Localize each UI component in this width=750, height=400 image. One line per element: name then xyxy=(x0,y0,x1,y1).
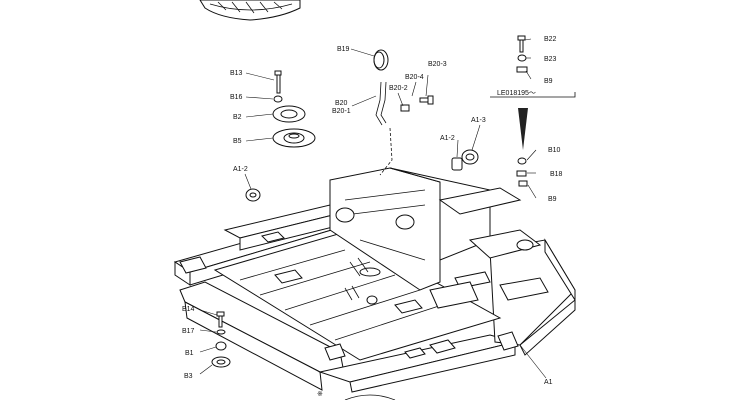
label-b20-2: B20-2 xyxy=(389,85,408,92)
component-b20-hose xyxy=(375,81,393,176)
label-b16: B16 xyxy=(230,94,243,101)
label-b17: B17 xyxy=(182,328,195,335)
label-a1-3: A1-3 xyxy=(471,117,486,124)
label-marker: ※ xyxy=(317,391,323,398)
component-b1 xyxy=(215,341,227,351)
serial-arrow xyxy=(518,108,528,150)
label-b20-1: B20-1 xyxy=(332,108,351,115)
label-b10: B10 xyxy=(548,147,561,154)
component-a1-2-upper xyxy=(451,157,463,171)
bottom-cut-shape xyxy=(344,394,396,400)
component-b3 xyxy=(211,356,231,368)
lower-frame xyxy=(173,167,576,393)
component-b19 xyxy=(373,49,389,71)
label-a1: A1 xyxy=(544,379,553,386)
leader-lines xyxy=(199,38,547,379)
label-b19: B19 xyxy=(337,46,350,53)
component-b17 xyxy=(216,329,226,335)
callout-labels: B19 B13 B16 B2 B5 B20 B20-1 B20-2 B20-4 … xyxy=(182,36,563,398)
component-b14 xyxy=(216,311,225,328)
label-a1-2-left: A1-2 xyxy=(233,166,248,173)
component-b23 xyxy=(517,54,527,62)
component-b2 xyxy=(272,105,306,123)
label-b2: B2 xyxy=(233,114,242,121)
label-serial: LE018195～ xyxy=(497,90,536,97)
upper-assembly-fragment xyxy=(199,0,301,21)
label-b3: B3 xyxy=(184,373,193,380)
component-a1-2-left xyxy=(245,188,261,202)
component-b20-4 xyxy=(419,95,434,105)
component-b18 xyxy=(516,170,527,177)
component-b16 xyxy=(273,95,283,103)
label-b14: B14 xyxy=(182,306,195,313)
component-b9-right xyxy=(518,180,528,187)
component-b20-2 xyxy=(400,104,410,112)
label-b9-right: B9 xyxy=(548,196,557,203)
label-b1: B1 xyxy=(185,350,194,357)
label-b20-4: B20-4 xyxy=(405,74,424,81)
component-a1-3 xyxy=(461,149,479,165)
label-b18: B18 xyxy=(550,171,563,178)
label-b5: B5 xyxy=(233,138,242,145)
component-b5 xyxy=(272,128,316,148)
serial-bracket xyxy=(490,92,576,98)
label-b23: B23 xyxy=(544,56,557,63)
label-b13: B13 xyxy=(230,70,243,77)
component-b22 xyxy=(517,35,526,53)
component-b9-top xyxy=(516,66,528,73)
component-b13 xyxy=(274,70,282,94)
label-a1-2-upper: A1-2 xyxy=(440,135,455,142)
label-b9-top: B9 xyxy=(544,78,553,85)
label-b20: B20 xyxy=(335,100,348,107)
label-b20-3: B20-3 xyxy=(428,61,447,68)
label-b22: B22 xyxy=(544,36,557,43)
component-b10 xyxy=(517,157,527,165)
